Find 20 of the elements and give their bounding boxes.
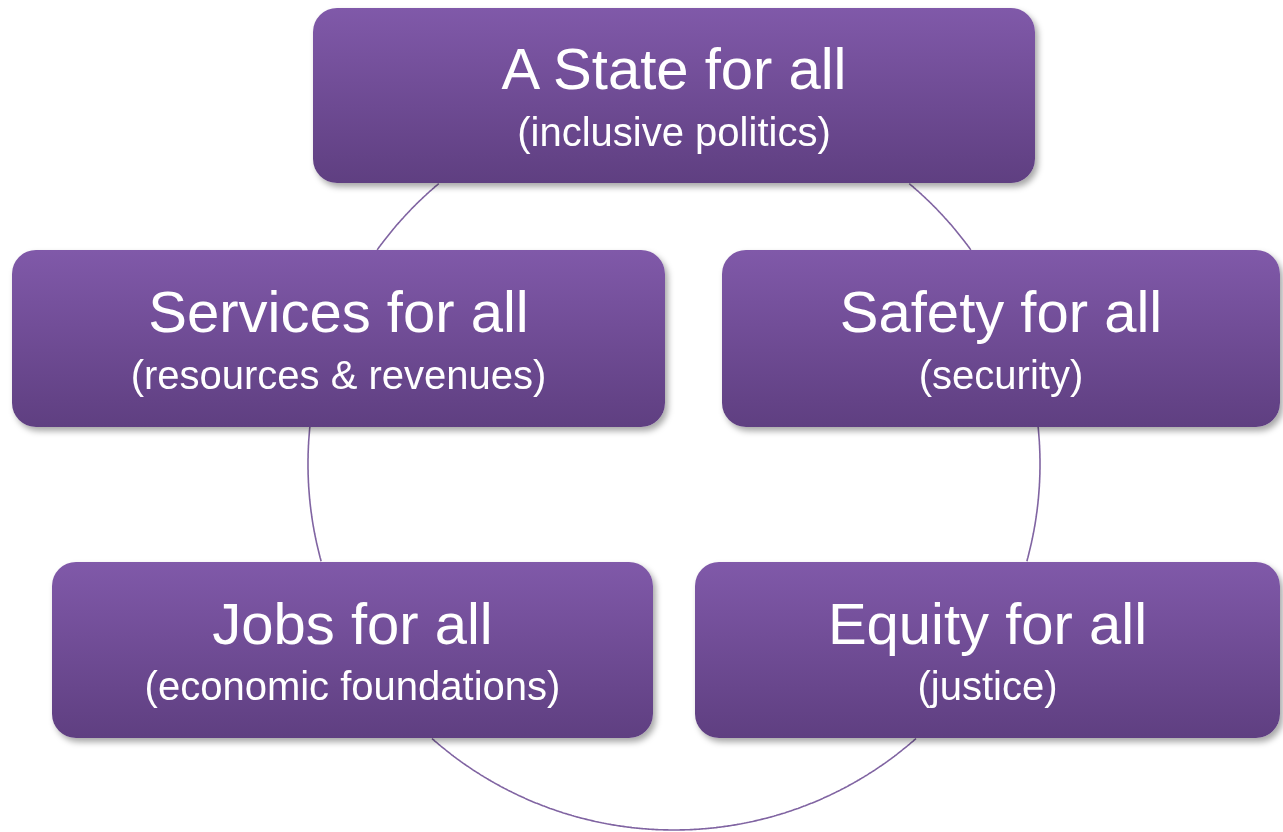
rounded-box (12, 250, 665, 427)
connector-arc (376, 182, 440, 251)
box-title: Jobs for all (212, 589, 493, 658)
box-title: A State for all (501, 35, 847, 104)
box-title: Services for all (148, 278, 529, 347)
box-subtitle: (security) (918, 351, 1084, 399)
box-subtitle: (justice) (917, 663, 1058, 711)
box-subtitle: (economic foundations) (144, 663, 561, 711)
box-title: Safety for all (839, 278, 1163, 347)
connector-arc (908, 182, 972, 251)
rounded-box (695, 562, 1280, 738)
box-subtitle: (resources & revenues) (130, 351, 547, 399)
rounded-box (722, 250, 1280, 427)
rounded-box (52, 562, 653, 738)
connector-arc (307, 426, 322, 562)
connector-arc (1026, 426, 1041, 562)
connector-arc (431, 737, 917, 831)
box-title: Equity for all (827, 589, 1148, 658)
rounded-box (313, 8, 1035, 183)
box-subtitle: (inclusive politics) (517, 108, 831, 156)
